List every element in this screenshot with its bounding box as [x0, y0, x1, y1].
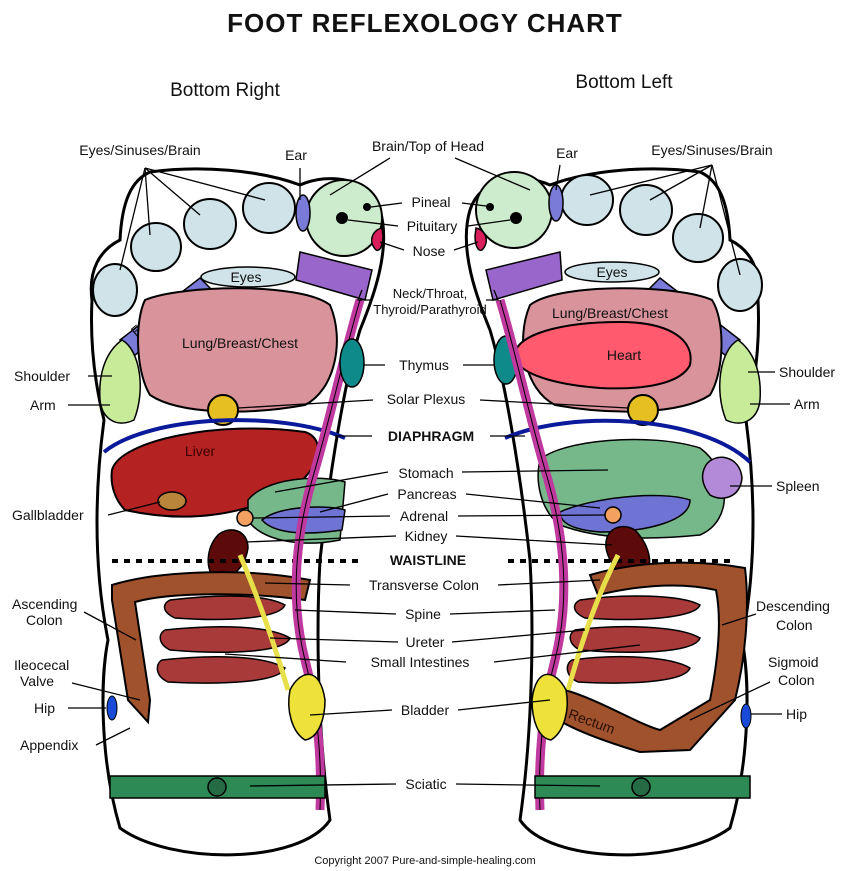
label-pancreas: Pancreas: [397, 486, 456, 502]
label-diaphragm: DIAPHRAGM: [388, 428, 474, 444]
label-hip-left: Hip: [786, 706, 807, 722]
label-thyroid-parathyroid: Thyroid/Parathyroid: [373, 302, 486, 317]
right-pineal-dot: [363, 203, 371, 211]
label-stomach: Stomach: [398, 465, 453, 481]
label-adrenal: Adrenal: [400, 508, 448, 524]
label-sigmoid-colon-2: Colon: [778, 672, 815, 688]
right-thymus-zone: [340, 339, 364, 387]
label-waistline: WAISTLINE: [390, 552, 466, 568]
left-lung-label: Lung/Breast/Chest: [552, 305, 668, 321]
label-shoulder-right: Shoulder: [14, 368, 70, 384]
label-brain-top-of-head: Brain/Top of Head: [372, 138, 484, 154]
label-nose: Nose: [413, 243, 446, 259]
label-bladder: Bladder: [401, 702, 450, 718]
left-heart-label: Heart: [607, 347, 641, 363]
right-hip-zone: [107, 696, 117, 720]
label-appendix: Appendix: [20, 737, 78, 753]
chart-title: FOOT REFLEXOLOGY CHART: [227, 8, 623, 38]
right-toe-2: [243, 183, 295, 233]
label-thymus: Thymus: [399, 357, 449, 373]
left-hip-zone: [741, 704, 751, 728]
label-ileocecal-2: Valve: [20, 673, 54, 689]
left-toe-5: [718, 259, 762, 311]
label-hip-right: Hip: [34, 700, 55, 716]
label-pituitary: Pituitary: [407, 218, 458, 234]
left-foot-header: Bottom Left: [575, 72, 673, 93]
label-small-intestines: Small Intestines: [371, 654, 470, 670]
label-ascending-colon-2: Colon: [26, 612, 63, 628]
left-heart-zone: [515, 322, 691, 388]
label-spleen: Spleen: [776, 478, 820, 494]
right-pituitary-dot: [336, 212, 348, 224]
label-spine: Spine: [405, 606, 441, 622]
label-eyes-sinuses-brain-right: Eyes/Sinuses/Brain: [79, 142, 200, 158]
label-ascending-colon-1: Ascending: [12, 596, 77, 612]
right-toe-4: [131, 223, 181, 271]
left-adrenal-zone: [605, 507, 621, 523]
right-gallbladder-zone: [158, 492, 186, 510]
right-intestine-zone-3: [157, 657, 285, 683]
label-gallbladder: Gallbladder: [12, 507, 84, 523]
left-toe-2: [561, 175, 613, 225]
label-solar-plexus: Solar Plexus: [387, 391, 466, 407]
right-ear-zone: [296, 195, 310, 231]
left-spleen-zone: [703, 457, 742, 498]
left-toe-4: [673, 214, 723, 262]
copyright-text: Copyright 2007 Pure-and-simple-healing.c…: [314, 855, 535, 867]
left-intestine-zone-2: [570, 627, 700, 653]
label-eyes-sinuses-brain-left: Eyes/Sinuses/Brain: [651, 142, 772, 158]
label-transverse-colon: Transverse Colon: [369, 577, 479, 593]
label-shoulder-left: Shoulder: [779, 364, 835, 380]
label-descending-colon-2: Colon: [776, 617, 813, 633]
right-liver-label: Liver: [185, 443, 216, 459]
right-eyes-label: Eyes: [230, 269, 261, 285]
label-kidney: Kidney: [405, 528, 448, 544]
left-sciatic-dot: [632, 778, 650, 796]
label-sigmoid-colon-1: Sigmoid: [768, 654, 819, 670]
label-arm-right: Arm: [30, 397, 56, 413]
left-pituitary-dot: [510, 212, 522, 224]
label-sciatic: Sciatic: [405, 776, 446, 792]
label-neck-throat: Neck/Throat,: [393, 286, 467, 301]
left-foot: Eyes Ears Lung/Breast/Chest Heart Rectum: [466, 169, 762, 855]
right-lung-label: Lung/Breast/Chest: [182, 335, 298, 351]
right-toe-5: [93, 264, 137, 316]
left-ear-zone: [549, 185, 563, 221]
right-adrenal-zone: [237, 510, 253, 526]
right-sciatic-dot: [208, 778, 226, 796]
right-foot: Eyes Ears Lung/Breast/Chest Liver: [91, 169, 383, 855]
right-foot-header: Bottom Right: [170, 80, 281, 101]
left-eyes-label: Eyes: [596, 264, 627, 280]
right-toe-3: [184, 199, 236, 249]
label-ileocecal-1: Ileocecal: [14, 657, 69, 673]
label-pineal: Pineal: [412, 194, 451, 210]
label-ear-right: Ear: [285, 147, 307, 163]
label-ear-left: Ear: [556, 145, 578, 161]
label-ureter: Ureter: [406, 634, 445, 650]
label-arm-left: Arm: [794, 396, 820, 412]
label-descending-colon-1: Descending: [756, 598, 830, 614]
